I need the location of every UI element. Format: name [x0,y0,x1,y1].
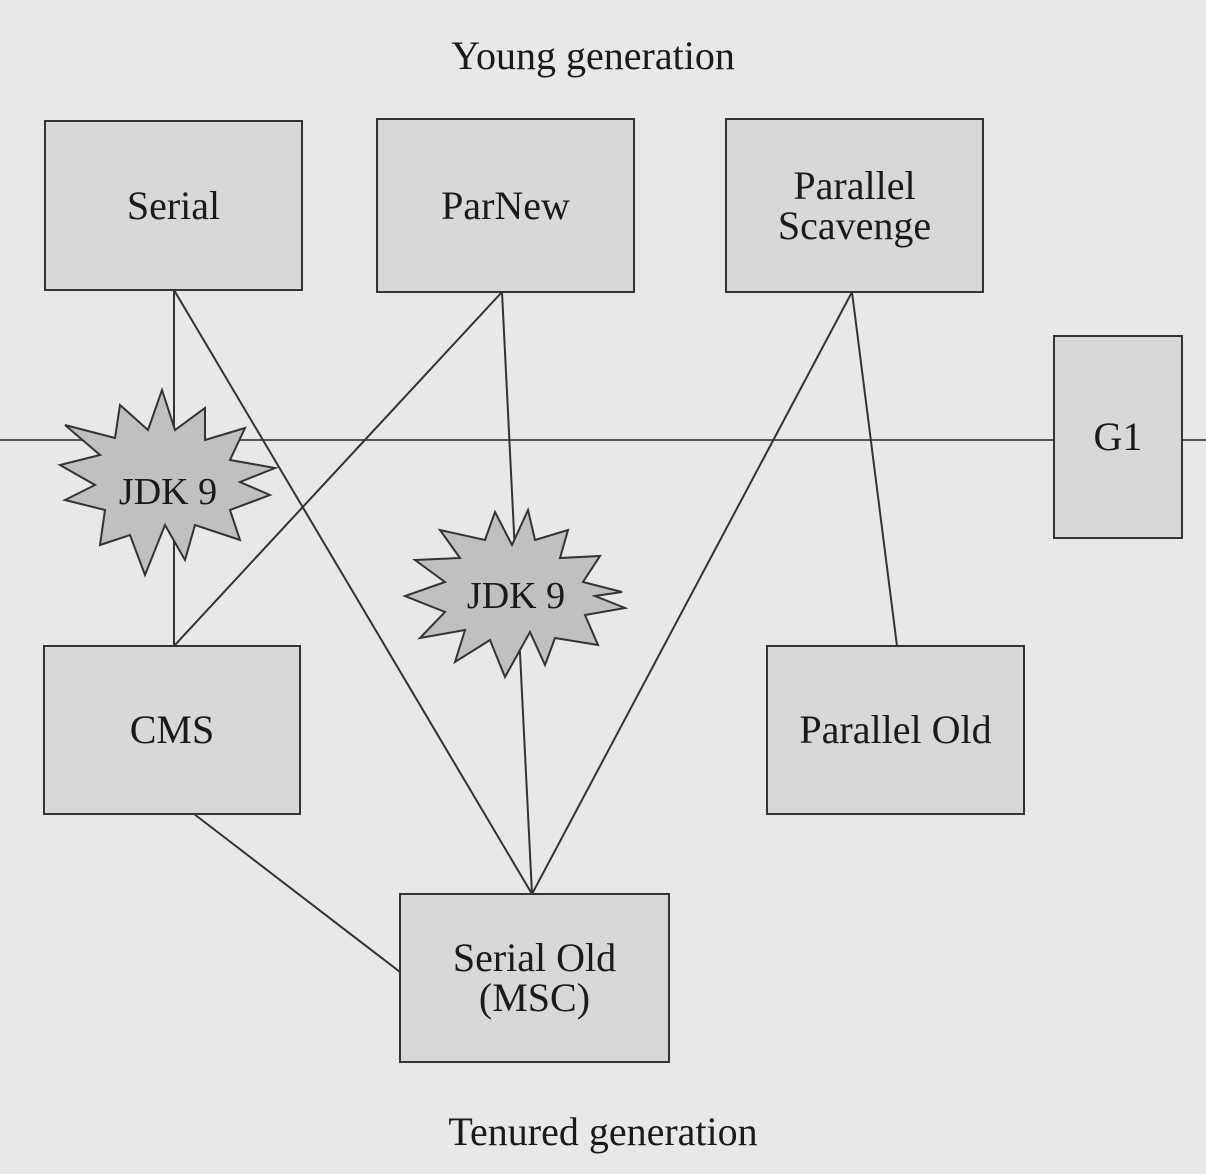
node-serial-old-box [399,893,670,1063]
link-scavenge-parallelold [851,291,898,647]
jdk9-badge-left: JDK 9 [118,471,218,513]
node-parnew-box [376,118,635,293]
node-serial-old: Serial Old (MSC) [452,935,617,1020]
jdk9-burst-center-shape [402,506,629,680]
tenured-generation-title: Tenured generation [448,1109,758,1154]
link-parnew-cms [173,291,503,647]
node-parallel-scavenge: Parallel Scavenge [777,162,932,248]
jdk9-burst-left-shape [57,386,279,578]
young-generation-title: Young generation [451,33,735,78]
link-serial-serialold [173,289,533,895]
node-parallel-scavenge-box [725,118,984,293]
link-scavenge-serialold [531,291,853,895]
node-parallel-old-box [766,645,1025,815]
node-serial-box [44,120,303,291]
node-g1-box [1053,335,1183,539]
link-cms-serialold [193,813,401,973]
node-g1: G1 [1093,414,1143,459]
jdk9-badge-center: JDK 9 [466,575,566,617]
node-parallel-old: Parallel Old [799,707,992,752]
node-parnew: ParNew [441,182,570,228]
node-cms: CMS [129,707,215,752]
node-cms-box [43,645,301,815]
node-serial: Serial [126,182,221,228]
